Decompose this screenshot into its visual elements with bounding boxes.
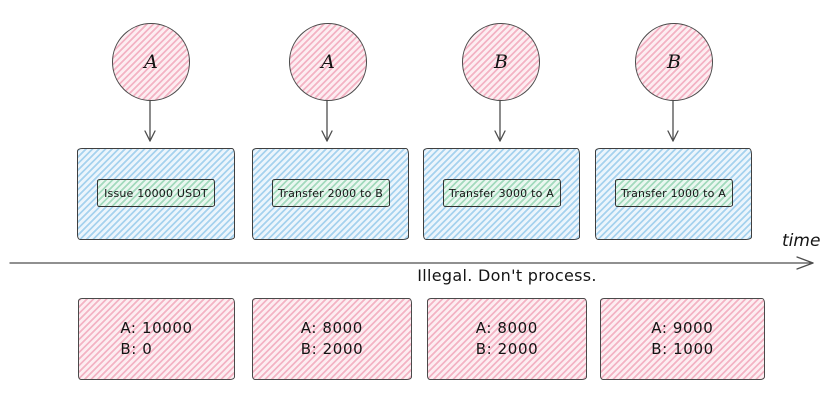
balance-line-a: A: 8000 [300,319,363,337]
actor-circle: B [462,23,540,101]
action-label: Transfer 2000 to B [278,186,383,200]
transaction-block: Issue 10000 USDT [77,148,235,240]
transaction-block: Transfer 3000 to A [423,148,580,240]
annotation-illegal: Illegal. Don't process. [417,266,597,285]
actor-label: A [321,51,335,73]
down-arrow-2 [321,99,333,142]
actor-label: B [667,51,681,73]
balance-box: A: 8000 B: 2000 [427,298,587,380]
balance-box: A: 10000 B: 0 [78,298,235,380]
balance-lines: A: 9000 B: 1000 [651,318,714,360]
actor-circle: A [289,23,367,101]
balance-lines: A: 10000 B: 0 [120,318,192,360]
action-label: Transfer 3000 to A [449,186,554,200]
balance-line-a: A: 10000 [120,319,193,337]
action-box: Transfer 2000 to B [271,179,390,207]
balance-line-b: B: 1000 [651,340,714,358]
balance-line-a: A: 9000 [651,319,714,337]
balance-line-b: B: 2000 [475,340,539,358]
action-label: Issue 10000 USDT [104,186,208,200]
balance-line-a: A: 8000 [475,319,538,337]
actor-circle: B [635,23,713,101]
balance-box: A: 9000 B: 1000 [600,298,765,380]
time-label: time [782,231,821,251]
actor-label: B [494,51,508,73]
balance-lines: A: 8000 B: 2000 [476,318,539,360]
timeline-arrow [9,256,814,270]
action-box: Transfer 1000 to A [614,179,733,207]
action-box: Transfer 3000 to A [442,179,561,207]
action-box: Issue 10000 USDT [97,179,215,207]
down-arrow-1 [144,99,156,142]
balance-box: A: 8000 B: 2000 [252,298,412,380]
actor-label: A [144,51,158,73]
balance-lines: A: 8000 B: 2000 [301,318,364,360]
balance-line-b: B: 0 [120,340,153,358]
action-label: Transfer 1000 to A [621,186,726,200]
down-arrow-4 [667,99,679,142]
down-arrow-3 [494,99,506,142]
balance-line-b: B: 2000 [300,340,364,358]
transaction-block: Transfer 1000 to A [595,148,752,240]
actor-circle: A [112,23,190,101]
transaction-block: Transfer 2000 to B [252,148,409,240]
